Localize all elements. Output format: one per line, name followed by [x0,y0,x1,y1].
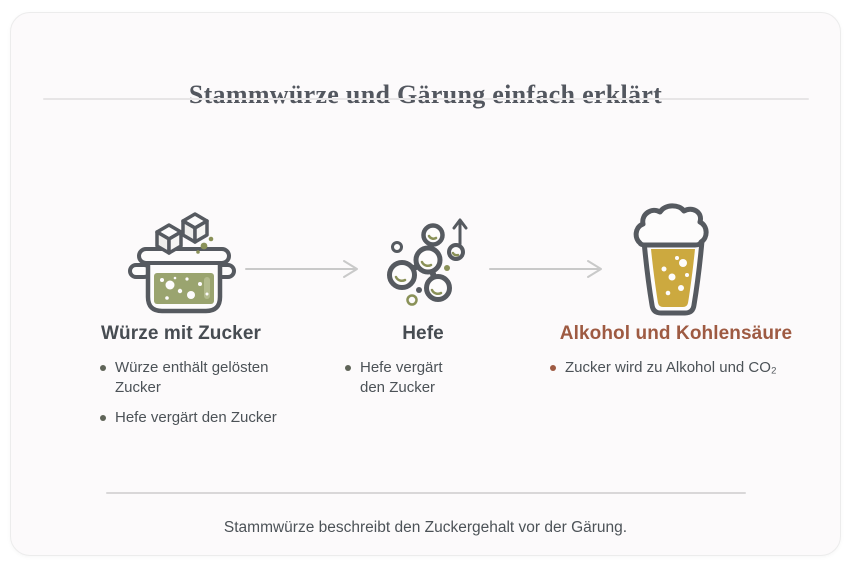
arrow-right-icon [489,260,602,278]
step-wuerze-column: Würze mit Zucker Würze enthält gelösten … [73,323,289,437]
footer-divider [106,492,746,494]
yeast-cells-icon [387,218,468,306]
step-hefe-column: Hefe Hefe vergärt den Zucker [331,323,515,408]
bullet-dot-icon [100,414,106,421]
up-arrow-icon [452,218,468,246]
infographic-card: Stammwürze und Gärung einfach erklärt [10,12,841,556]
bullet-dot-icon [550,365,556,371]
bullet-item: Zucker wird zu Alkohol und CO₂ [550,358,813,378]
footer-note: Stammwürze beschreibt den Zuckergehalt v… [223,518,628,536]
step-heading: Alkohol und Kohlensäure [559,323,793,344]
bullet-list: Hefe vergärt den Zucker [331,358,515,398]
step-alkohol-column: Alkohol und Kohlensäure Zucker wird zu A… [539,323,813,388]
arrow-right-icon [245,260,358,278]
bullet-dot-icon [100,365,106,371]
title-divider [43,98,809,100]
sugar-pot-icon [128,212,236,314]
bullet-item: Würze enthält gelösten Zucker [100,358,289,398]
bullet-list: Zucker wird zu Alkohol und CO₂ [539,358,813,378]
bullet-list: Würze enthält gelösten Zucker Hefe vergä… [73,358,289,427]
bullet-item: Hefe vergärt den Zucker [100,408,289,428]
step-heading: Würze mit Zucker [101,323,261,344]
step-heading: Hefe [402,323,444,344]
bullet-item: Hefe vergärt den Zucker [345,358,515,398]
beer-glass-icon [633,203,709,316]
page-title: Stammwürze und Gärung einfach erklärt [188,80,663,110]
bullet-dot-icon [345,365,351,371]
